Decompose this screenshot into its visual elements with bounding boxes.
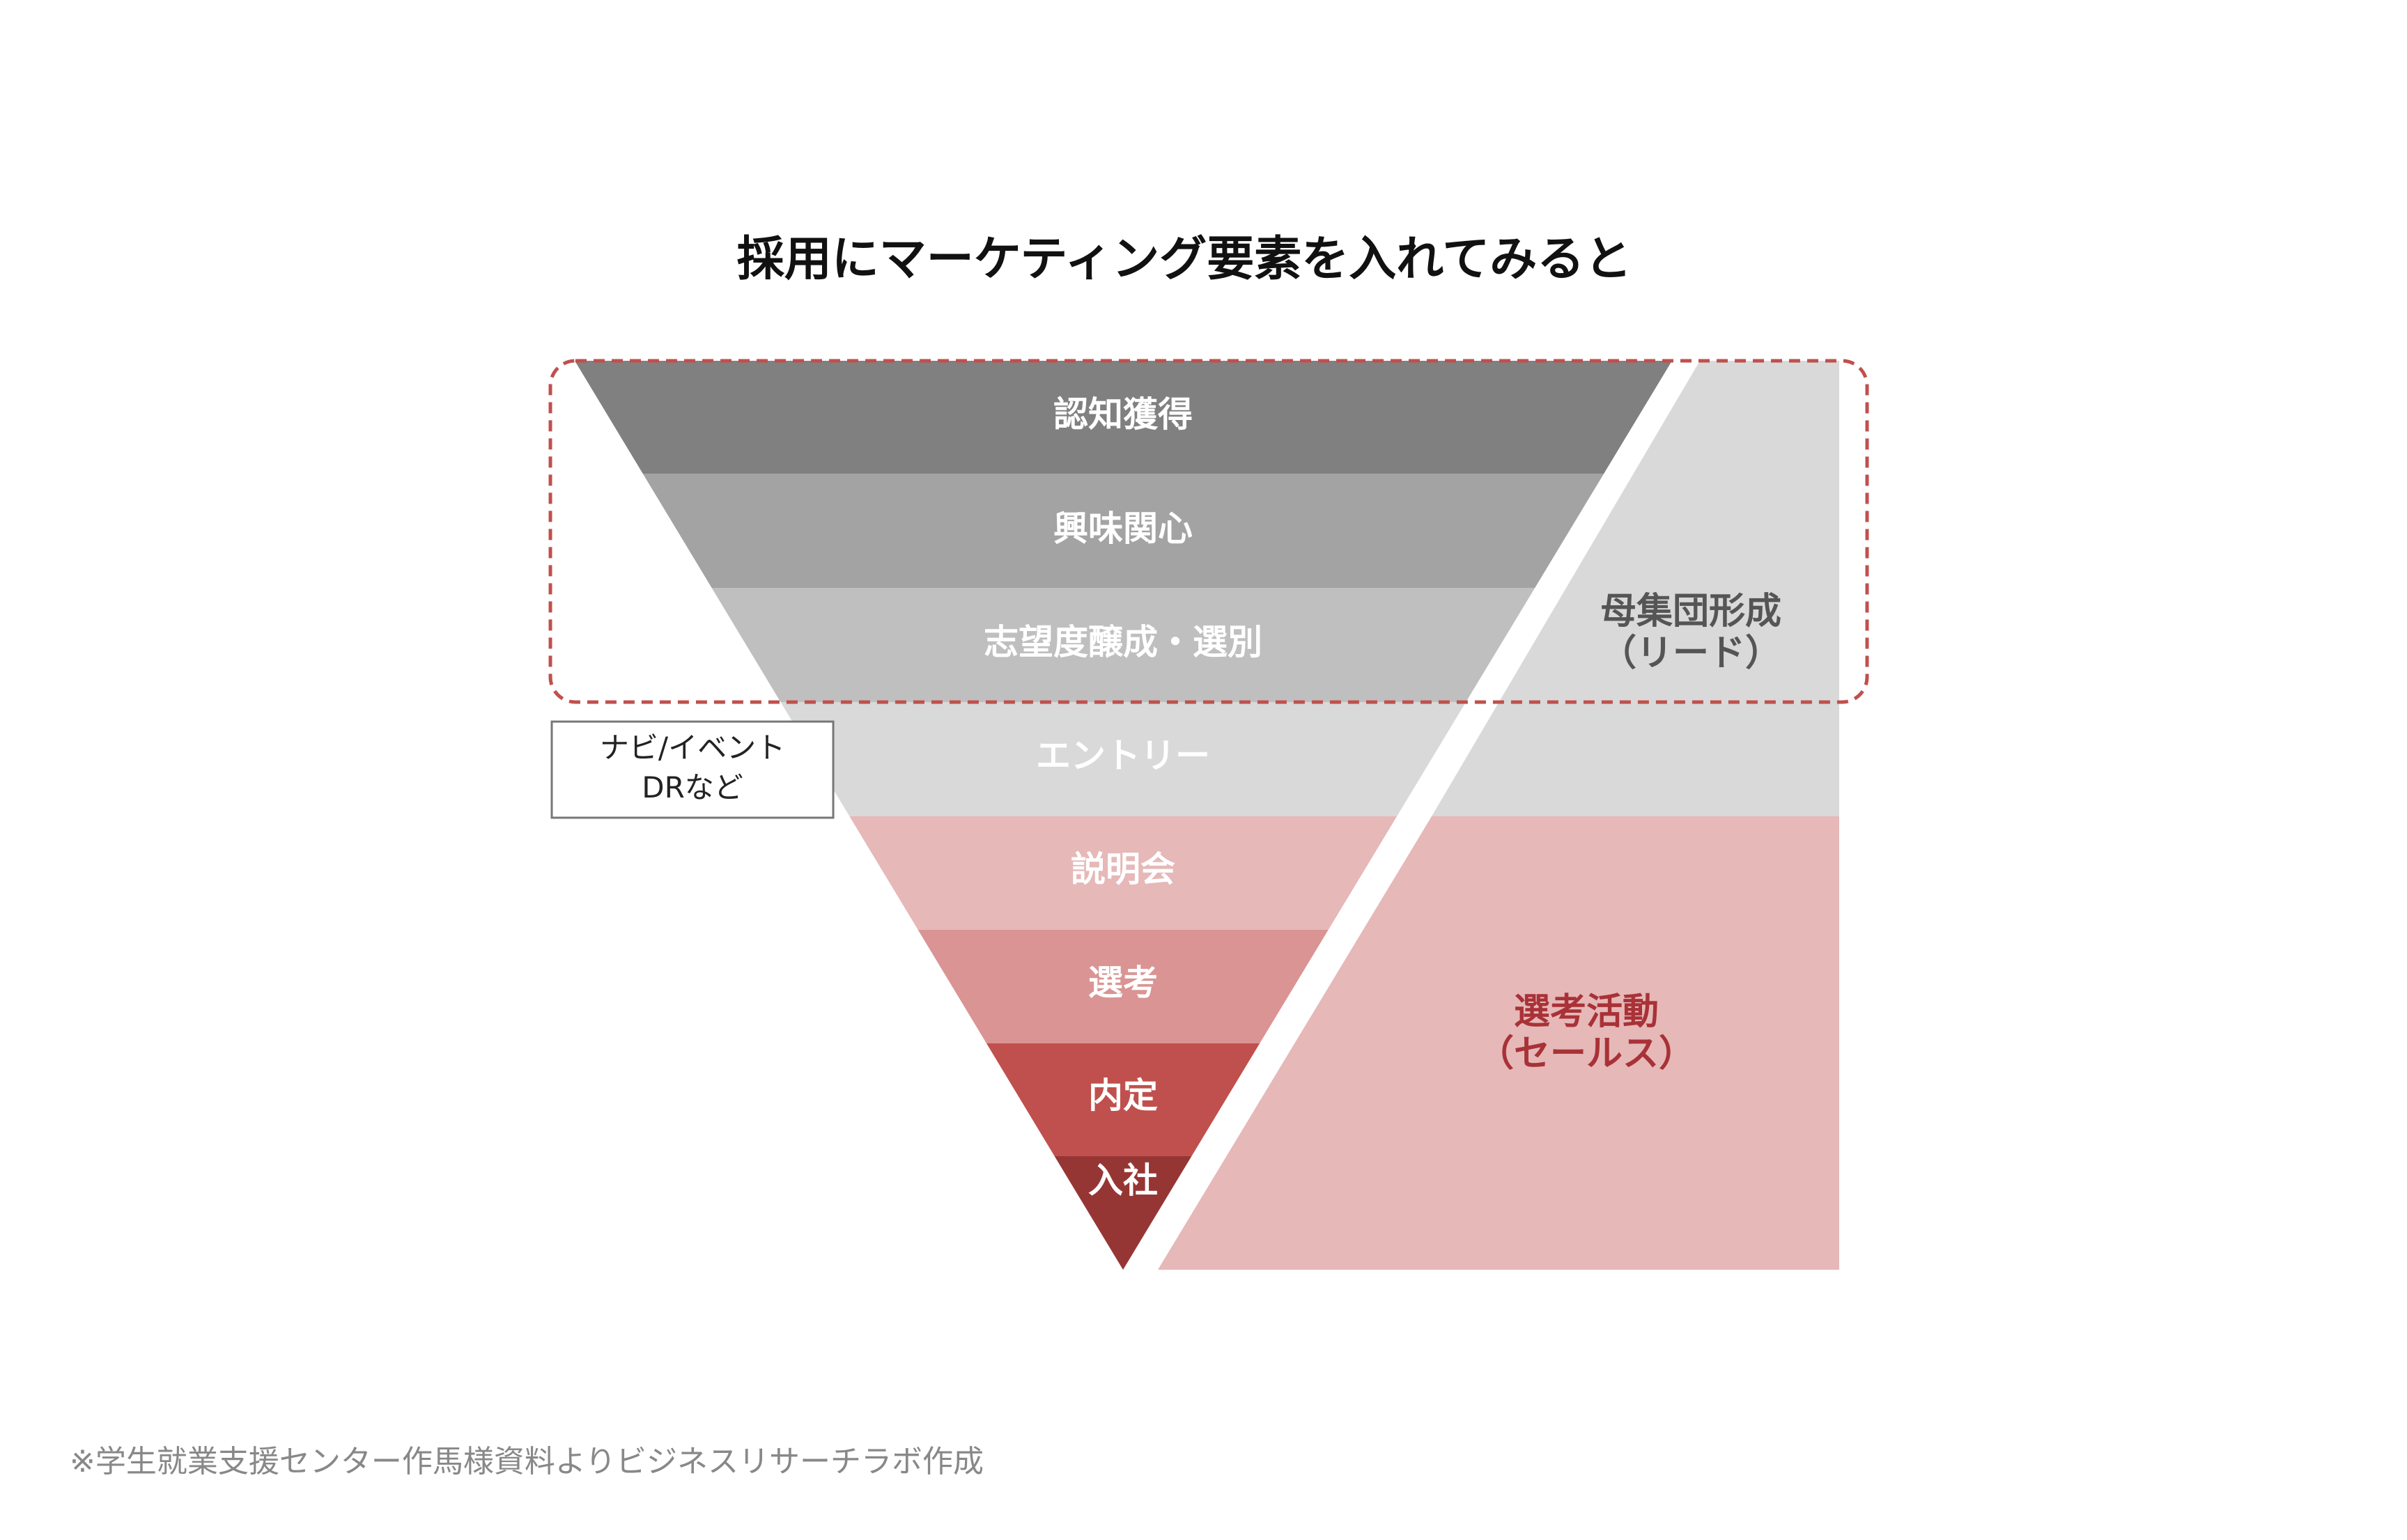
funnel-layer-selection	[918, 930, 1329, 1043]
funnel-layer-interest	[642, 474, 1604, 588]
channel-box-line1: ナビ/イベント	[600, 731, 785, 765]
layer-label-join: 入社	[1088, 1160, 1158, 1201]
sales-sublabel: （セールス）	[1478, 1033, 1695, 1075]
sales-area	[1158, 816, 1839, 1270]
funnel-layer-join	[1054, 1156, 1192, 1270]
layer-label-interest: 興味関心	[1053, 508, 1193, 549]
funnel-layer-aspiration	[711, 588, 1535, 702]
layer-label-selection: 選考	[1088, 963, 1158, 1003]
channel-box	[550, 720, 835, 819]
funnel-layer-info-session	[849, 816, 1398, 930]
layer-label-aspiration: 志望度醸成・選別	[984, 622, 1262, 662]
funnel	[575, 361, 1672, 1270]
layer-label-info-session: 説明会	[1071, 849, 1175, 889]
layer-label-awareness: 認知獲得	[1053, 394, 1193, 435]
layer-label-offer: 内定	[1088, 1075, 1158, 1116]
lead-sublabel: （リード）	[1600, 632, 1781, 674]
channel-box-line2: DRなど	[642, 770, 743, 804]
diagram-title: 採用にマーケティング要素を入れてみると	[737, 232, 1632, 287]
funnel-layer-offer	[986, 1043, 1260, 1156]
sales-label: 選考活動	[1514, 991, 1659, 1033]
footnote: ※学生就業支援センター作馬様資料よりビジネスリサーチラボ作成	[70, 1444, 984, 1479]
funnel-layer-awareness	[575, 361, 1672, 474]
lead-label: 母集団形成	[1600, 591, 1781, 632]
layer-label-entry: エントリー	[1036, 736, 1210, 776]
highlight-box	[548, 359, 1869, 704]
funnel-layer-entry	[780, 702, 1466, 816]
